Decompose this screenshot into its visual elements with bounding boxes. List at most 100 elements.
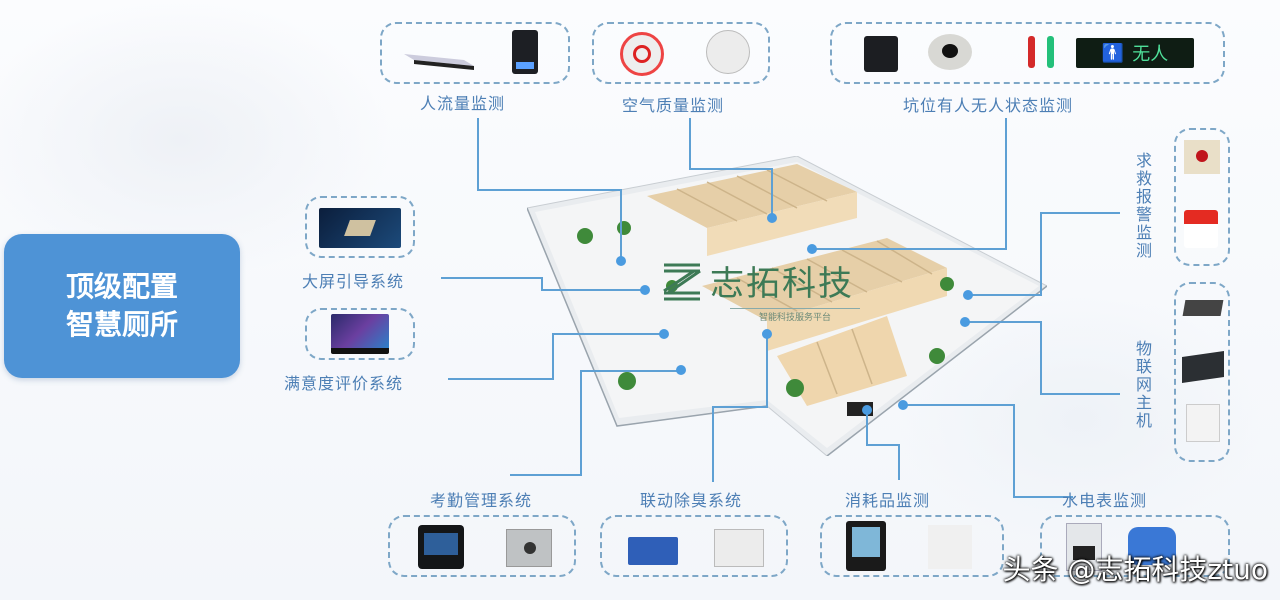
air-quality-device-group: [592, 22, 770, 84]
logo-z-icon: [663, 263, 701, 300]
connector-line: [866, 444, 900, 446]
emergency-button-icon: [1184, 140, 1220, 174]
stall-occupancy-device-group: [830, 22, 1225, 84]
green-indicator-light-icon: [1047, 36, 1054, 68]
satisfaction-device-group: [305, 308, 415, 360]
sensor-dot: [767, 213, 777, 223]
iot-host-device-group: [1174, 282, 1230, 462]
connector-line: [812, 248, 1007, 250]
deodorizer-device-icon: [714, 529, 764, 567]
watermark-text: 头条 @志拓科技ztuo: [1002, 553, 1268, 586]
connector-line: [968, 294, 1042, 296]
connector-line: [1040, 212, 1120, 214]
connector-line: [766, 334, 768, 408]
person-icon: 🚹: [1101, 42, 1125, 64]
connector-line: [620, 189, 622, 261]
connector-line: [689, 168, 773, 170]
attendance-device-group: [388, 515, 576, 577]
occupancy-status-sign: 🚹 无人: [1076, 38, 1194, 68]
sensor-dot: [659, 329, 669, 339]
connector-line: [448, 378, 554, 380]
connector-line: [903, 404, 1015, 406]
deodorize-label: 联动除臭系统: [640, 491, 743, 510]
sensor-dot: [676, 365, 686, 375]
connector-line: [477, 189, 622, 191]
people-counter-sensor-icon: [404, 54, 474, 70]
utility-meter-device-group: [1040, 515, 1230, 577]
water-meter-icon: [1128, 527, 1176, 565]
occupancy-sensor-icon: [864, 36, 898, 72]
stall-occupancy-label: 坑位有人无人状态监测: [903, 96, 1074, 115]
connector-line: [1005, 118, 1007, 250]
paper-dispenser-icon: [928, 525, 972, 569]
connector-line: [689, 118, 691, 170]
connector-line: [1040, 321, 1042, 395]
occupancy-status-text: 无人: [1132, 44, 1169, 65]
sensor-dot: [898, 400, 908, 410]
connector-line: [510, 474, 582, 476]
no-smoking-sensor-icon: [620, 32, 664, 76]
sensor-dot: [762, 329, 772, 339]
ceiling-presence-sensor-icon: [928, 34, 972, 70]
connector-line: [1040, 393, 1120, 395]
deodorize-device-group: [600, 515, 788, 577]
sensor-dot: [616, 256, 626, 266]
connector-line: [580, 370, 582, 476]
title-line-1: 顶级配置: [65, 270, 178, 303]
logo-text: 志拓科技: [710, 264, 854, 304]
people-counter-display-icon: [512, 30, 538, 74]
sensor-dot: [862, 405, 872, 415]
connector-line: [541, 289, 645, 291]
people-flow-label: 人流量监测: [420, 94, 506, 113]
air-quality-label: 空气质量监测: [622, 96, 725, 115]
air-quality-sensor-icon: [706, 30, 750, 74]
restroom-floorplan-illustration: [527, 156, 1047, 456]
connector-line: [552, 333, 664, 335]
sensor-dot: [960, 317, 970, 327]
attendance-label: 考勤管理系统: [430, 491, 533, 510]
exit-button-icon: [506, 529, 552, 567]
connector-line: [441, 277, 543, 279]
connector-line: [712, 406, 768, 408]
connector-line: [552, 333, 554, 380]
connector-line: [866, 410, 868, 446]
emergency-alarm-label: 求救报警监测: [1133, 152, 1152, 260]
electricity-meter-icon: [1066, 523, 1102, 571]
rating-terminal-icon: [331, 314, 389, 354]
connector-line: [771, 168, 773, 216]
logo-subtitle: 智能科技服务平台: [730, 308, 860, 323]
satisfaction-label: 满意度评价系统: [284, 374, 404, 393]
big-screen-device-group: [305, 196, 415, 258]
power-box-icon: [1186, 404, 1220, 442]
sensor-dot: [807, 244, 817, 254]
emergency-alarm-device-group: [1174, 128, 1230, 266]
people-flow-device-group: [380, 22, 570, 84]
red-indicator-light-icon: [1028, 36, 1035, 68]
connector-line: [477, 118, 479, 190]
sensor-dot: [640, 285, 650, 295]
title-box: 顶级配置 智慧厕所: [4, 234, 240, 378]
sensor-dot: [963, 290, 973, 300]
connector-line: [1013, 404, 1015, 498]
consumables-monitor-icon: [846, 521, 886, 571]
linkage-controller-icon: [628, 537, 678, 565]
consumables-device-group: [820, 515, 1004, 577]
connector-line: [1013, 496, 1073, 498]
center-logo: 志拓科技: [660, 256, 854, 305]
connector-line: [898, 444, 900, 480]
consumables-label: 消耗品监测: [845, 491, 931, 510]
iot-host-label: 物联网主机: [1133, 340, 1152, 430]
connector-line: [966, 321, 1042, 323]
big-screen-label: 大屏引导系统: [302, 272, 405, 291]
gateway-router-icon: [1182, 300, 1224, 316]
connector-line: [541, 277, 543, 291]
utility-meter-label: 水电表监测: [1062, 491, 1148, 510]
alarm-siren-icon: [1184, 210, 1218, 248]
title-line-2: 智慧厕所: [65, 308, 178, 341]
connector-line: [580, 370, 682, 372]
face-recognition-terminal-icon: [418, 525, 464, 569]
connector-line: [1040, 212, 1042, 296]
connector-line: [712, 406, 714, 482]
guidance-screen-icon: [319, 208, 401, 248]
iot-controller-icon: [1182, 351, 1224, 383]
